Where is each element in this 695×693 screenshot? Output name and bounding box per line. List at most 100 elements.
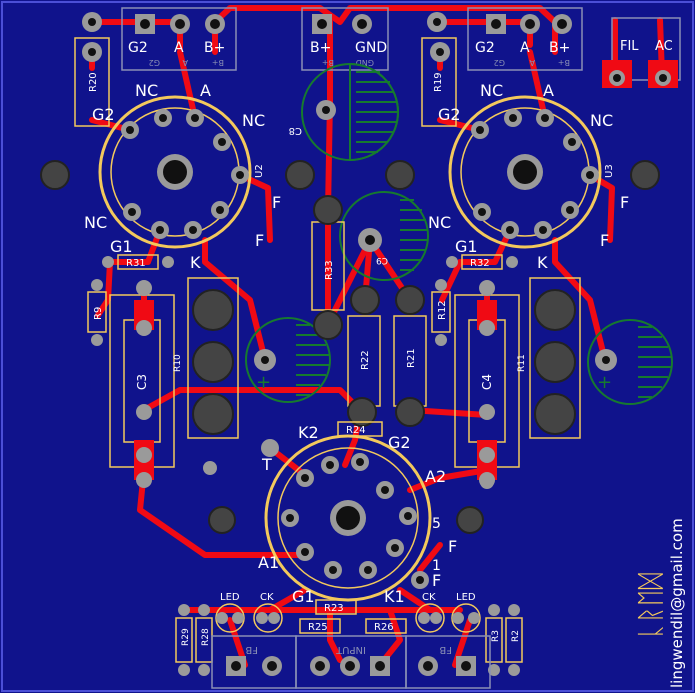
label-u3-nc-right: NC [590,111,613,130]
label-r33: R33 [324,260,335,280]
label-cap-left-plus: + [256,372,271,393]
label-fb-right: FB [439,644,452,655]
label-conn-tr-under-a: A [529,58,535,67]
label-led-right: LED [456,592,476,603]
label-c4: C4 [480,374,494,390]
label-r11: R11 [517,354,527,372]
resistor-r31: R31 [102,254,174,270]
label-bt-k2: K2 [298,423,319,442]
label-u3-g2: G2 [438,105,461,124]
label-u2-g2: G2 [92,105,115,124]
label-u3-u: U3 [604,164,615,178]
capacitor-c9: C9 [339,191,429,281]
label-r22: R22 [360,350,371,370]
resistor-r12: R12 [431,279,451,346]
resistor-r9: R9 [87,279,107,346]
label-conn-ac: AC [655,39,673,54]
connector-fb-right: FB [405,635,491,689]
label-u2-nc-top: NC [135,81,158,100]
label-u3-a: A [543,81,554,100]
label-ck-left: CK [260,592,274,603]
label-u2-f2: F [255,231,264,250]
resistor-r21: R21 [393,285,427,427]
label-bt-a1: A1 [258,553,279,572]
label-conn-tl-bplus: B+ [204,40,225,56]
tube-socket-bottom: K2 G2 A2 T A1 G1 K1 F F 5 1 [258,423,457,606]
label-r2: R2 [511,630,521,642]
label-bt-a2: A2 [425,467,446,486]
tube-socket-u3: NC A NC G2 U3 F F NC G1 K [428,81,629,272]
label-conn-tl-under-g2: G2 [149,58,160,67]
label-conn-tc-under-bplus: B+ [322,58,334,67]
label-u3-k: K [537,253,548,272]
capacitor-electrolytic-left: + [245,317,331,403]
label-c8: C8 [289,125,302,136]
label-bt-p1: 1 [432,558,441,574]
label-u3-f2: F [600,231,609,250]
label-u2-a: A [200,81,211,100]
connector-power: FIL AC [602,17,681,88]
ck-right: CK [415,592,445,633]
label-bt-t: T [261,455,272,474]
label-conn-tl-under-a: A [182,58,188,67]
label-conn-tl-g2: G2 [128,40,148,56]
label-conn-tr-under-g2: G2 [494,58,505,67]
resistor-r32: R32 [446,254,518,270]
label-bt-k1: K1 [384,587,405,606]
label-conn-fil: FIL [620,39,639,54]
label-r32: R32 [470,258,490,269]
label-r12: R12 [437,300,448,320]
label-c3: C3 [135,374,149,390]
label-led-left: LED [220,592,240,603]
resistor-r2: R2 [505,604,523,676]
resistor-r29: R29 [175,604,193,676]
label-r20: R20 [88,72,99,92]
label-u2-nc-left: NC [84,213,107,232]
label-r19: R19 [433,72,444,92]
label-r10: R10 [173,354,183,372]
label-u2-k: K [190,253,201,272]
led-left: LED [215,592,245,633]
resistor-r22: R22 [347,285,381,427]
label-r3: R3 [491,630,501,642]
label-bt-g1: G1 [292,587,315,606]
label-conn-tc-gnd: GND [355,40,387,56]
label-r29: R29 [181,628,191,646]
label-u3-g1: G1 [455,237,478,256]
label-conn-tl-a: A [174,40,184,56]
label-conn-tc-under-gnd: GND [356,58,374,67]
resistor-r23: R23 [315,599,357,615]
label-r28: R28 [201,628,211,646]
capacitor-electrolytic-right: + [587,319,673,405]
label-r21: R21 [406,348,417,368]
capacitor-c3: C3 [109,280,175,488]
label-u2-nc-right: NC [242,111,265,130]
resistor-r26: R26 [365,618,407,634]
label-u2-f1: F [272,193,281,212]
resistor-r20: R20 [74,12,110,127]
resistor-r11: R11 [517,277,581,439]
label-r23: R23 [324,603,344,614]
label-bt-f1: F [448,537,457,556]
mounting-holes [40,160,660,534]
label-fb-left: FB [245,644,258,655]
label-ck-right: CK [422,592,436,603]
connector-top-left: G2 A B+ B+ A G2 [121,7,237,71]
label-u2-g1: G1 [110,237,133,256]
label-conn-tl-under-bplus: B+ [212,58,224,67]
label-r24: R24 [346,425,366,436]
resistor-r10: R10 [173,277,239,439]
connector-top-right: G2 A B+ B+ A G2 [467,7,583,71]
label-r31: R31 [126,258,146,269]
led-right: LED [451,592,481,633]
label-bt-f2: F [432,571,441,590]
resistor-r25: R25 [299,618,341,634]
label-r9: R9 [93,307,104,320]
ck-left: CK [253,592,283,633]
label-u3-f1: F [620,193,629,212]
tube-socket-u2: NC A NC G2 U2 F F NC G1 K [84,81,281,272]
label-conn-tr-bplus: B+ [549,40,570,56]
resistor-r19: R19 [421,12,457,127]
label-bt-p5: 5 [432,516,441,532]
